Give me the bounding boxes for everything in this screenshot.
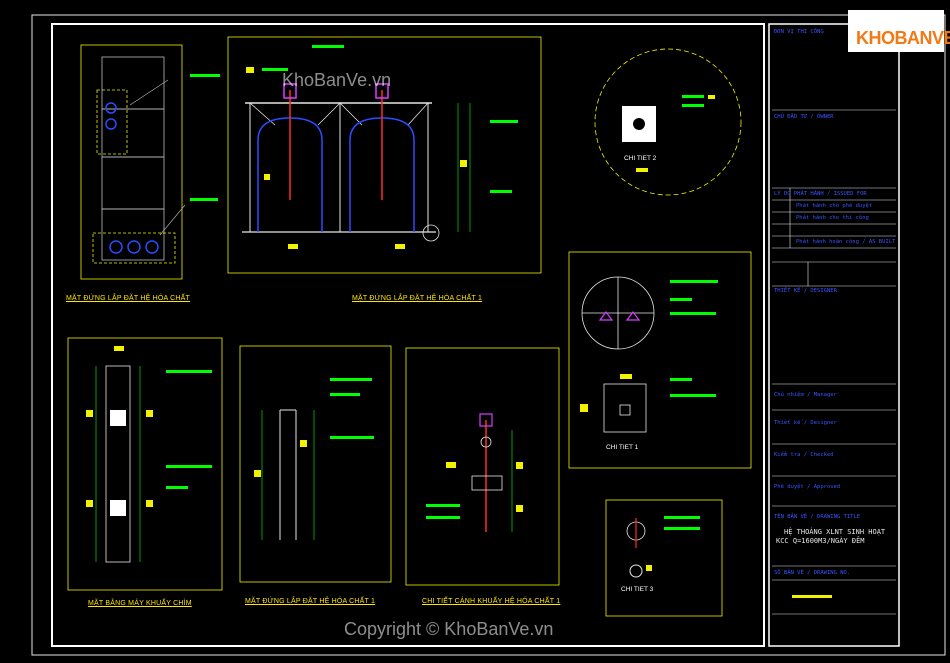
watermark-top: KhoBanVe.vn — [282, 70, 392, 90]
label-view-1: MẶT ĐỨNG LẮP ĐẶT HỆ HÓA CHẤT — [66, 295, 190, 302]
detail-2-label: CHI TIET 2 — [624, 155, 657, 162]
detail-1-label: CHI TIET 1 — [606, 444, 639, 451]
title-block-frame — [768, 23, 900, 647]
tb-design: Thiết kế / Designer — [774, 420, 837, 426]
view-tank-elevation — [227, 36, 542, 274]
tb-approved: Phê duyệt / Approved — [774, 484, 841, 490]
label-view-3: MẶT BẰNG MÁY KHUẤY CHÌM — [88, 600, 192, 607]
tb-drawing-no: SỐ BẢN VẼ / DRAWING NO. — [774, 570, 851, 576]
inner-frame — [51, 23, 765, 647]
detail-3-label: CHI TIET 3 — [621, 586, 654, 593]
tb-owner: CHỦ ĐẦU TƯ / OWNER — [774, 114, 834, 120]
tb-issued-for: LÝ DO PHÁT HÀNH / ISSUED FOR — [774, 191, 867, 197]
tb-issue-asbuilt: Phát hành hoàn công / AS BUILT — [796, 239, 896, 245]
view-mixer-plan — [67, 337, 223, 591]
tb-checked: Kiểm tra / Checked — [774, 452, 834, 458]
view-detail-2 — [594, 48, 742, 196]
view-detail-1 — [568, 251, 752, 469]
tb-title-line2: KCC Q=1600M3/NGÀY ĐÊM — [776, 537, 865, 545]
outer-frame — [31, 14, 946, 656]
tb-designer: THIẾT KẾ / DESIGNER — [774, 288, 837, 294]
view-blade-detail — [405, 347, 560, 586]
brand-logo-box — [848, 10, 944, 52]
view-elevation-left — [80, 44, 220, 280]
brand-logo-text: KHOBANVE — [856, 28, 950, 48]
watermark-bottom: Copyright © KhoBanVe.vn — [344, 619, 554, 639]
label-view-2: MẶT ĐỨNG LẮP ĐẶT HỆ HÓA CHẤT 1 — [352, 295, 483, 302]
title-block-grid — [772, 109, 896, 615]
tb-title-line1: HỆ THOÁNG XLNT SINH HOẠT — [784, 528, 886, 536]
view-chem-elevation — [239, 345, 392, 583]
tb-drawing-title: TÊN BẢN VẼ / DRAWING TITLE — [774, 514, 861, 520]
tb-manager: Chủ nhiệm / Manager — [774, 392, 837, 398]
label-view-5: CHI TIẾT CÁNH KHUẤY HỆ HÓA CHẤT 1 — [422, 598, 561, 605]
tb-issue-construction: Phát hành cho thi công — [796, 215, 869, 221]
label-view-4: MẶT ĐỨNG LẮP ĐẶT HỆ HÓA CHẤT 1 — [245, 598, 376, 605]
tb-issue-approval: Phát hành cho phê duyệt — [796, 203, 873, 209]
tb-contractor: ĐƠN VỊ THI CÔNG — [774, 29, 824, 35]
view-detail-3 — [605, 499, 723, 617]
